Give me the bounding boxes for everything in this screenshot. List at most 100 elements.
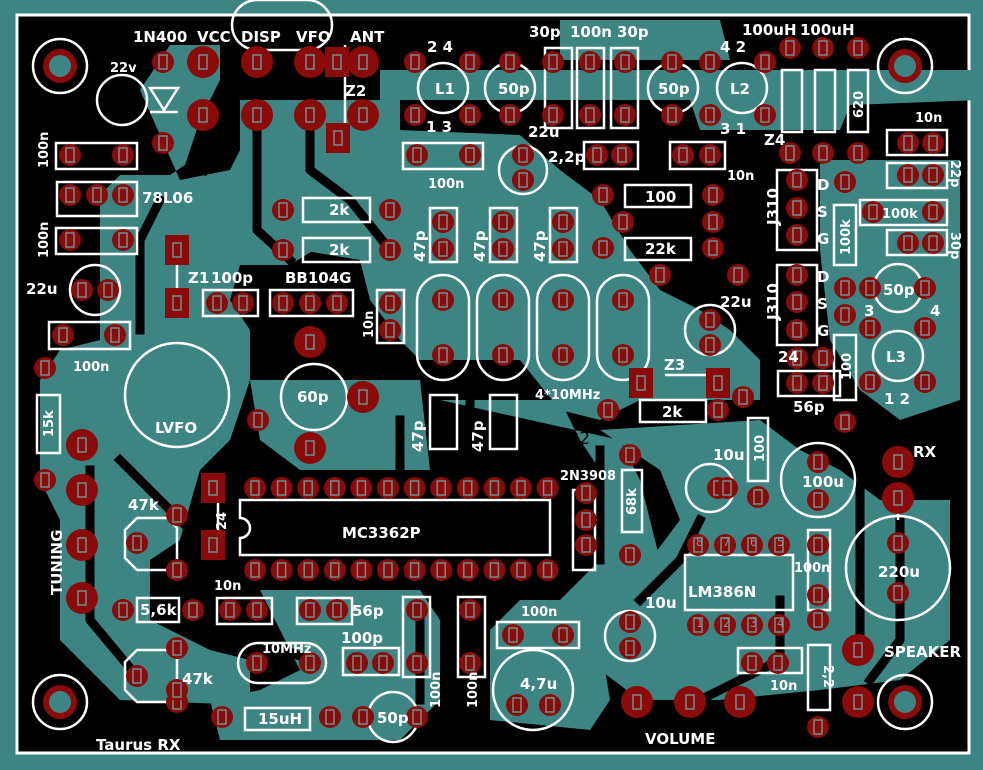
solder-pad bbox=[379, 239, 401, 261]
solder-pad bbox=[294, 432, 326, 464]
label-c10n-e: 10n bbox=[770, 679, 797, 694]
pad-hole bbox=[436, 562, 446, 578]
label-l2-pins-bottom: 3 1 bbox=[720, 120, 746, 138]
label-r100-b: 100 bbox=[645, 188, 676, 206]
solder-pad bbox=[319, 706, 341, 728]
pad-hole bbox=[618, 347, 628, 363]
solder-pad bbox=[552, 624, 574, 646]
solder-pad bbox=[579, 104, 601, 126]
pad-hole bbox=[438, 214, 448, 230]
solder-pad bbox=[611, 144, 633, 166]
pad-hole bbox=[792, 267, 802, 283]
pad-hole bbox=[722, 480, 732, 496]
solder-pad bbox=[922, 232, 944, 254]
pad-hole bbox=[558, 241, 568, 257]
solder-pad bbox=[34, 469, 56, 491]
pad-hole bbox=[489, 480, 500, 496]
pad-hole bbox=[305, 440, 315, 456]
ic2-pin-1: 1 bbox=[696, 616, 703, 630]
solder-pad bbox=[552, 238, 574, 260]
solder-pad bbox=[512, 169, 534, 191]
solder-pad bbox=[406, 652, 428, 674]
pad-hole bbox=[172, 640, 182, 656]
pad-hole bbox=[518, 172, 528, 188]
pad-hole bbox=[172, 242, 182, 258]
pad-hole bbox=[410, 54, 420, 70]
pad-hole bbox=[489, 562, 500, 578]
solder-pad bbox=[619, 637, 641, 659]
pad-hole bbox=[276, 562, 287, 578]
solder-pad bbox=[297, 477, 320, 499]
solder-pad bbox=[432, 238, 454, 260]
label-varicap: BB104G bbox=[285, 269, 352, 287]
pad-hole bbox=[325, 709, 335, 725]
label-r15k: 15k bbox=[42, 410, 57, 437]
label-l1-pins-bottom: 1 3 bbox=[426, 118, 452, 136]
mounting-hole bbox=[894, 691, 916, 713]
label-c22u-a: 22u bbox=[26, 280, 58, 298]
label-c47p-e: 47p bbox=[469, 420, 487, 452]
pad-hole bbox=[558, 347, 568, 363]
solder-pad bbox=[741, 652, 763, 674]
pad-hole bbox=[358, 107, 368, 123]
pad-hole bbox=[813, 587, 823, 603]
pad-hole bbox=[738, 389, 748, 405]
pad-hole bbox=[705, 337, 715, 353]
solder-pad bbox=[687, 614, 709, 636]
solder-pad bbox=[506, 694, 528, 716]
solder-pad bbox=[66, 429, 98, 461]
label-c100n-l1: 100n bbox=[428, 177, 464, 192]
label-r100k: 100k bbox=[882, 207, 918, 222]
solder-pad bbox=[619, 611, 641, 633]
pad-hole bbox=[358, 389, 368, 405]
solder-pad bbox=[741, 614, 763, 636]
label-j310-b: J310 bbox=[764, 283, 782, 321]
pad-hole bbox=[720, 537, 730, 553]
pad-hole bbox=[77, 590, 87, 606]
label-c10n-a: 10n bbox=[362, 311, 377, 338]
solder-pad bbox=[699, 51, 721, 73]
pad-hole bbox=[818, 145, 828, 161]
solder-pad bbox=[847, 37, 869, 59]
pad-hole bbox=[625, 614, 635, 630]
solder-pad bbox=[112, 184, 134, 206]
pad-hole bbox=[708, 240, 718, 256]
pad-hole bbox=[498, 292, 508, 308]
label-c56p-a: 56p bbox=[793, 398, 825, 416]
solder-pad bbox=[272, 239, 294, 261]
pad-hole bbox=[330, 562, 340, 578]
connector-label-volume: VOLUME bbox=[645, 730, 715, 748]
pad-hole bbox=[585, 107, 595, 123]
pad-hole bbox=[618, 214, 628, 230]
pad-hole bbox=[463, 480, 473, 496]
label-c10n-d: 10n bbox=[214, 579, 241, 594]
solder-pad bbox=[914, 277, 936, 299]
solder-pad bbox=[347, 99, 379, 131]
solder-pad bbox=[699, 104, 721, 126]
solder-pad bbox=[714, 614, 736, 636]
pad-hole bbox=[65, 187, 75, 203]
solder-pad bbox=[807, 716, 829, 738]
label-z24-a: 24 bbox=[778, 348, 799, 366]
pad-hole bbox=[920, 320, 930, 336]
solder-pad bbox=[459, 652, 481, 674]
solder-pad bbox=[459, 51, 481, 73]
connector-label-vfo: VFO bbox=[296, 28, 331, 46]
solder-pad bbox=[379, 292, 401, 314]
solder-pad bbox=[621, 686, 653, 718]
board-title: Taurus RX bbox=[96, 736, 181, 754]
solder-pad bbox=[247, 409, 269, 431]
pad-hole bbox=[708, 187, 718, 203]
solder-pad bbox=[834, 304, 856, 326]
label-c50p-b: 50p bbox=[658, 80, 690, 98]
label-l3-pins-bottom: 1 2 bbox=[884, 390, 910, 408]
label-source-2: S bbox=[817, 295, 828, 313]
solder-pad bbox=[492, 238, 514, 260]
pad-hole bbox=[903, 167, 913, 183]
solder-pad bbox=[575, 509, 597, 531]
pad-hole bbox=[893, 535, 903, 551]
pad-hole bbox=[818, 375, 828, 391]
pad-hole bbox=[840, 174, 850, 190]
solder-pad bbox=[182, 599, 204, 621]
pad-hole bbox=[305, 602, 315, 618]
